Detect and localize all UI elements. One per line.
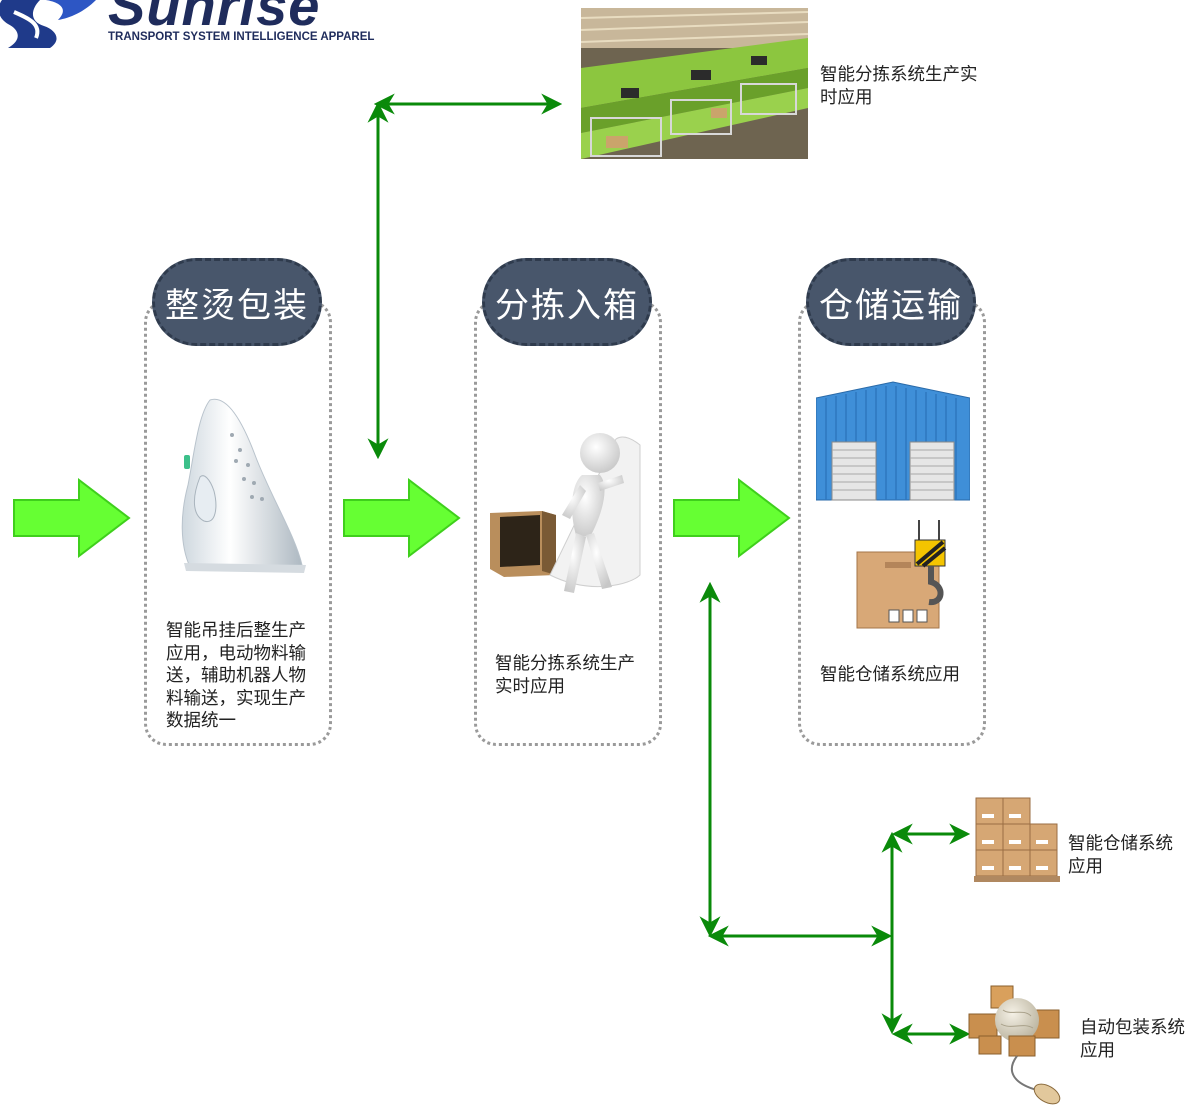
logo-tagline: TRANSPORT SYSTEM INTELLIGENCE APPAREL <box>108 31 375 43</box>
company-logo: Sunrise TRANSPORT SYSTEM INTELLIGENCE AP… <box>0 0 374 50</box>
packaging-globe-icon <box>968 985 1061 1105</box>
logo-mark-icon <box>0 0 96 48</box>
warehouse-icon <box>816 381 970 501</box>
logo-wordmark: Sunrise <box>108 0 321 37</box>
stage-desc-sorting: 智能分拣系统生产实时应用 <box>495 654 635 697</box>
branch-note-warehouse: 智能仓储系统应用 <box>1068 834 1173 877</box>
top-note: 智能分拣系统生产实时应用 <box>820 65 978 108</box>
sorting-line-photo <box>581 8 808 159</box>
flow-arrow-2 <box>343 478 461 558</box>
stacked-boxes-icon <box>974 797 1060 882</box>
stage-desc-warehouse: 智能仓储系统应用 <box>820 665 960 685</box>
stage-title-warehouse: 仓储运输 <box>806 258 976 346</box>
stage-desc-ironing: 智能吊挂后整生产应用，电动物料输送，辅助机器人物料输送，实现生产数据统一 <box>166 621 306 731</box>
flow-arrow-1 <box>13 478 131 558</box>
stage-title-sorting: 分拣入箱 <box>482 258 652 346</box>
stage-title-ironing: 整烫包装 <box>152 258 322 346</box>
sorting-worker-icon <box>490 433 641 593</box>
flow-arrow-3 <box>673 478 791 558</box>
branch-note-packaging: 自动包装系统应用 <box>1080 1018 1185 1061</box>
crane-box-icon <box>856 520 947 629</box>
iron-icon <box>181 398 306 573</box>
